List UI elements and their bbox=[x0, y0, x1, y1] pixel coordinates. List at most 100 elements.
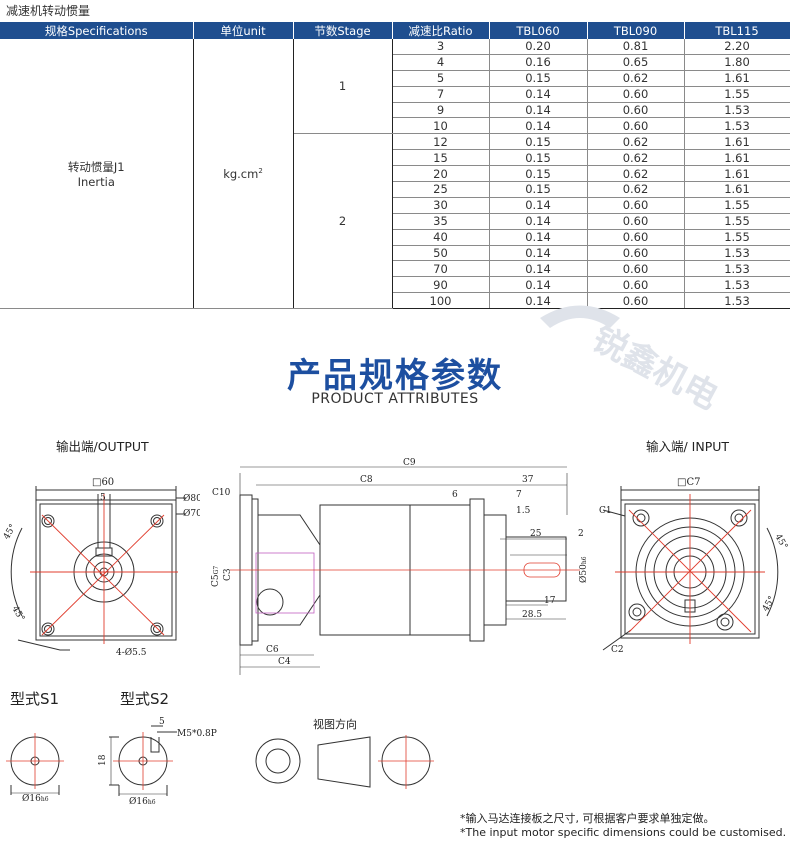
table-header-row: 规格Specifications 单位unit 节数Stage 减速比Ratio… bbox=[0, 22, 790, 39]
dim-28-5: 28.5 bbox=[522, 610, 542, 620]
tbl090-cell: 0.62 bbox=[587, 165, 685, 183]
output-label: 输出端/OUTPUT bbox=[56, 439, 149, 454]
tbl060-cell: 0.14 bbox=[489, 102, 588, 119]
type-s2-drawing: 5 M5*0.8P 18 Ø16h6 bbox=[98, 717, 217, 807]
ratio-cell: 5 bbox=[392, 70, 490, 87]
type-s1-label: 型式S1 bbox=[10, 690, 60, 708]
header-tbl115: TBL115 bbox=[684, 22, 790, 39]
tbl060-cell: 0.16 bbox=[489, 54, 588, 71]
tbl090-cell: 0.60 bbox=[587, 276, 685, 294]
tbl060-cell: 0.14 bbox=[489, 292, 588, 310]
view-direction-drawing bbox=[255, 735, 434, 789]
dim-c5: C5G7 bbox=[211, 566, 221, 587]
dim-17: 17 bbox=[544, 596, 556, 606]
dim-45-right-bottom: 45° bbox=[761, 595, 778, 614]
unit-cell: kg.cm2 bbox=[193, 39, 294, 310]
tbl090-cell: 0.60 bbox=[587, 102, 685, 119]
tbl090-cell: 0.60 bbox=[587, 229, 685, 246]
ratio-cell: 9 bbox=[392, 102, 490, 119]
ratio-cell: 15 bbox=[392, 149, 490, 167]
dim-1-5: 1.5 bbox=[516, 506, 531, 516]
tbl115-cell: 2.20 bbox=[684, 39, 790, 55]
dim-c6: C6 bbox=[266, 645, 279, 655]
tbl115-cell: 1.61 bbox=[684, 149, 790, 167]
note-cn: *输入马达连接板之尺寸, 可根据客户要求单独定做。 bbox=[460, 812, 715, 825]
output-view-drawing: □60 5 Ø80 Ø70 45° 45° 4-Ø5.5 bbox=[2, 477, 200, 658]
output-shaft bbox=[505, 536, 567, 602]
tbl060-cell: 0.14 bbox=[489, 245, 588, 262]
tbl115-cell: 1.61 bbox=[684, 181, 790, 198]
s2-dim-18: 18 bbox=[98, 754, 108, 766]
spec-label-cn: 转动惯量J1 bbox=[67, 159, 125, 174]
dim-c1: C1 bbox=[599, 506, 612, 516]
ratio-cell: 10 bbox=[392, 117, 490, 135]
header-ratio: 减速比Ratio bbox=[392, 22, 490, 39]
dim-37: 37 bbox=[522, 475, 534, 485]
dim-phi50: Ø50h6 bbox=[578, 556, 589, 583]
type-s2-label: 型式S2 bbox=[120, 690, 170, 708]
view-direction-label: 视图方向 bbox=[313, 718, 357, 731]
ratio-cell: 25 bbox=[392, 181, 490, 198]
tbl090-cell: 0.60 bbox=[587, 86, 685, 103]
dim-sq-c7: □C7 bbox=[677, 477, 700, 488]
tbl115-cell: 1.53 bbox=[684, 102, 790, 119]
ratio-cell: 90 bbox=[392, 276, 490, 294]
tbl090-cell: 0.60 bbox=[587, 292, 685, 310]
dim-c2: C2 bbox=[611, 645, 624, 655]
tbl060-cell: 0.14 bbox=[489, 197, 588, 214]
tbl090-cell: 0.62 bbox=[587, 133, 685, 151]
tbl115-cell: 1.55 bbox=[684, 197, 790, 214]
s2-dim-phi16: Ø16h6 bbox=[129, 796, 156, 807]
dim-c10: C10 bbox=[212, 488, 231, 498]
tbl090-cell: 0.60 bbox=[587, 213, 685, 230]
tbl060-cell: 0.15 bbox=[489, 181, 588, 198]
tbl060-cell: 0.14 bbox=[489, 276, 588, 294]
s1-dim-phi16: Ø16h6 bbox=[22, 793, 49, 804]
dim-sq60: □60 bbox=[92, 477, 114, 488]
spec-label-en: Inertia bbox=[77, 174, 115, 189]
dim-holes: 4-Ø5.5 bbox=[116, 647, 147, 658]
s2-dim-m5: M5*0.8P bbox=[177, 729, 217, 739]
tbl090-cell: 0.62 bbox=[587, 70, 685, 87]
input-label: 输入端/ INPUT bbox=[646, 439, 730, 454]
header-stage: 节数Stage bbox=[293, 22, 393, 39]
ratio-cell: 50 bbox=[392, 245, 490, 262]
tbl090-cell: 0.62 bbox=[587, 181, 685, 198]
note-en: *The input motor specific dimensions cou… bbox=[460, 826, 787, 839]
tbl090-cell: 0.60 bbox=[587, 245, 685, 262]
tbl060-cell: 0.14 bbox=[489, 86, 588, 103]
unit-text: kg.cm bbox=[223, 166, 259, 181]
tbl115-cell: 1.55 bbox=[684, 229, 790, 246]
watermark: 锐鑫机电 bbox=[540, 305, 725, 418]
motor-shaft-hidden bbox=[255, 552, 315, 614]
header-specifications: 规格Specifications bbox=[0, 22, 194, 39]
type-s1-drawing: Ø16h6 bbox=[6, 733, 64, 804]
tbl115-cell: 1.61 bbox=[684, 133, 790, 151]
dim-5: 5 bbox=[100, 493, 106, 503]
dim-25: 25 bbox=[530, 529, 542, 539]
ratio-cell: 100 bbox=[392, 292, 490, 310]
inertia-table: 规格Specifications 单位unit 节数Stage 减速比Ratio… bbox=[0, 22, 790, 310]
ratio-cell: 35 bbox=[392, 213, 490, 230]
tbl060-cell: 0.15 bbox=[489, 165, 588, 183]
page-title: 产品规格参数 bbox=[287, 356, 503, 396]
ratio-cell: 30 bbox=[392, 197, 490, 214]
tbl090-cell: 0.60 bbox=[587, 117, 685, 135]
tbl090-cell: 0.62 bbox=[587, 149, 685, 167]
ratio-cell: 3 bbox=[392, 39, 490, 55]
output-flange bbox=[35, 499, 177, 641]
dim-2: 2 bbox=[578, 529, 584, 539]
tbl115-cell: 1.61 bbox=[684, 70, 790, 87]
ratio-cell: 4 bbox=[392, 54, 490, 71]
tbl060-cell: 0.14 bbox=[489, 117, 588, 135]
dim-6: 6 bbox=[452, 490, 458, 500]
tbl115-cell: 1.61 bbox=[684, 165, 790, 183]
